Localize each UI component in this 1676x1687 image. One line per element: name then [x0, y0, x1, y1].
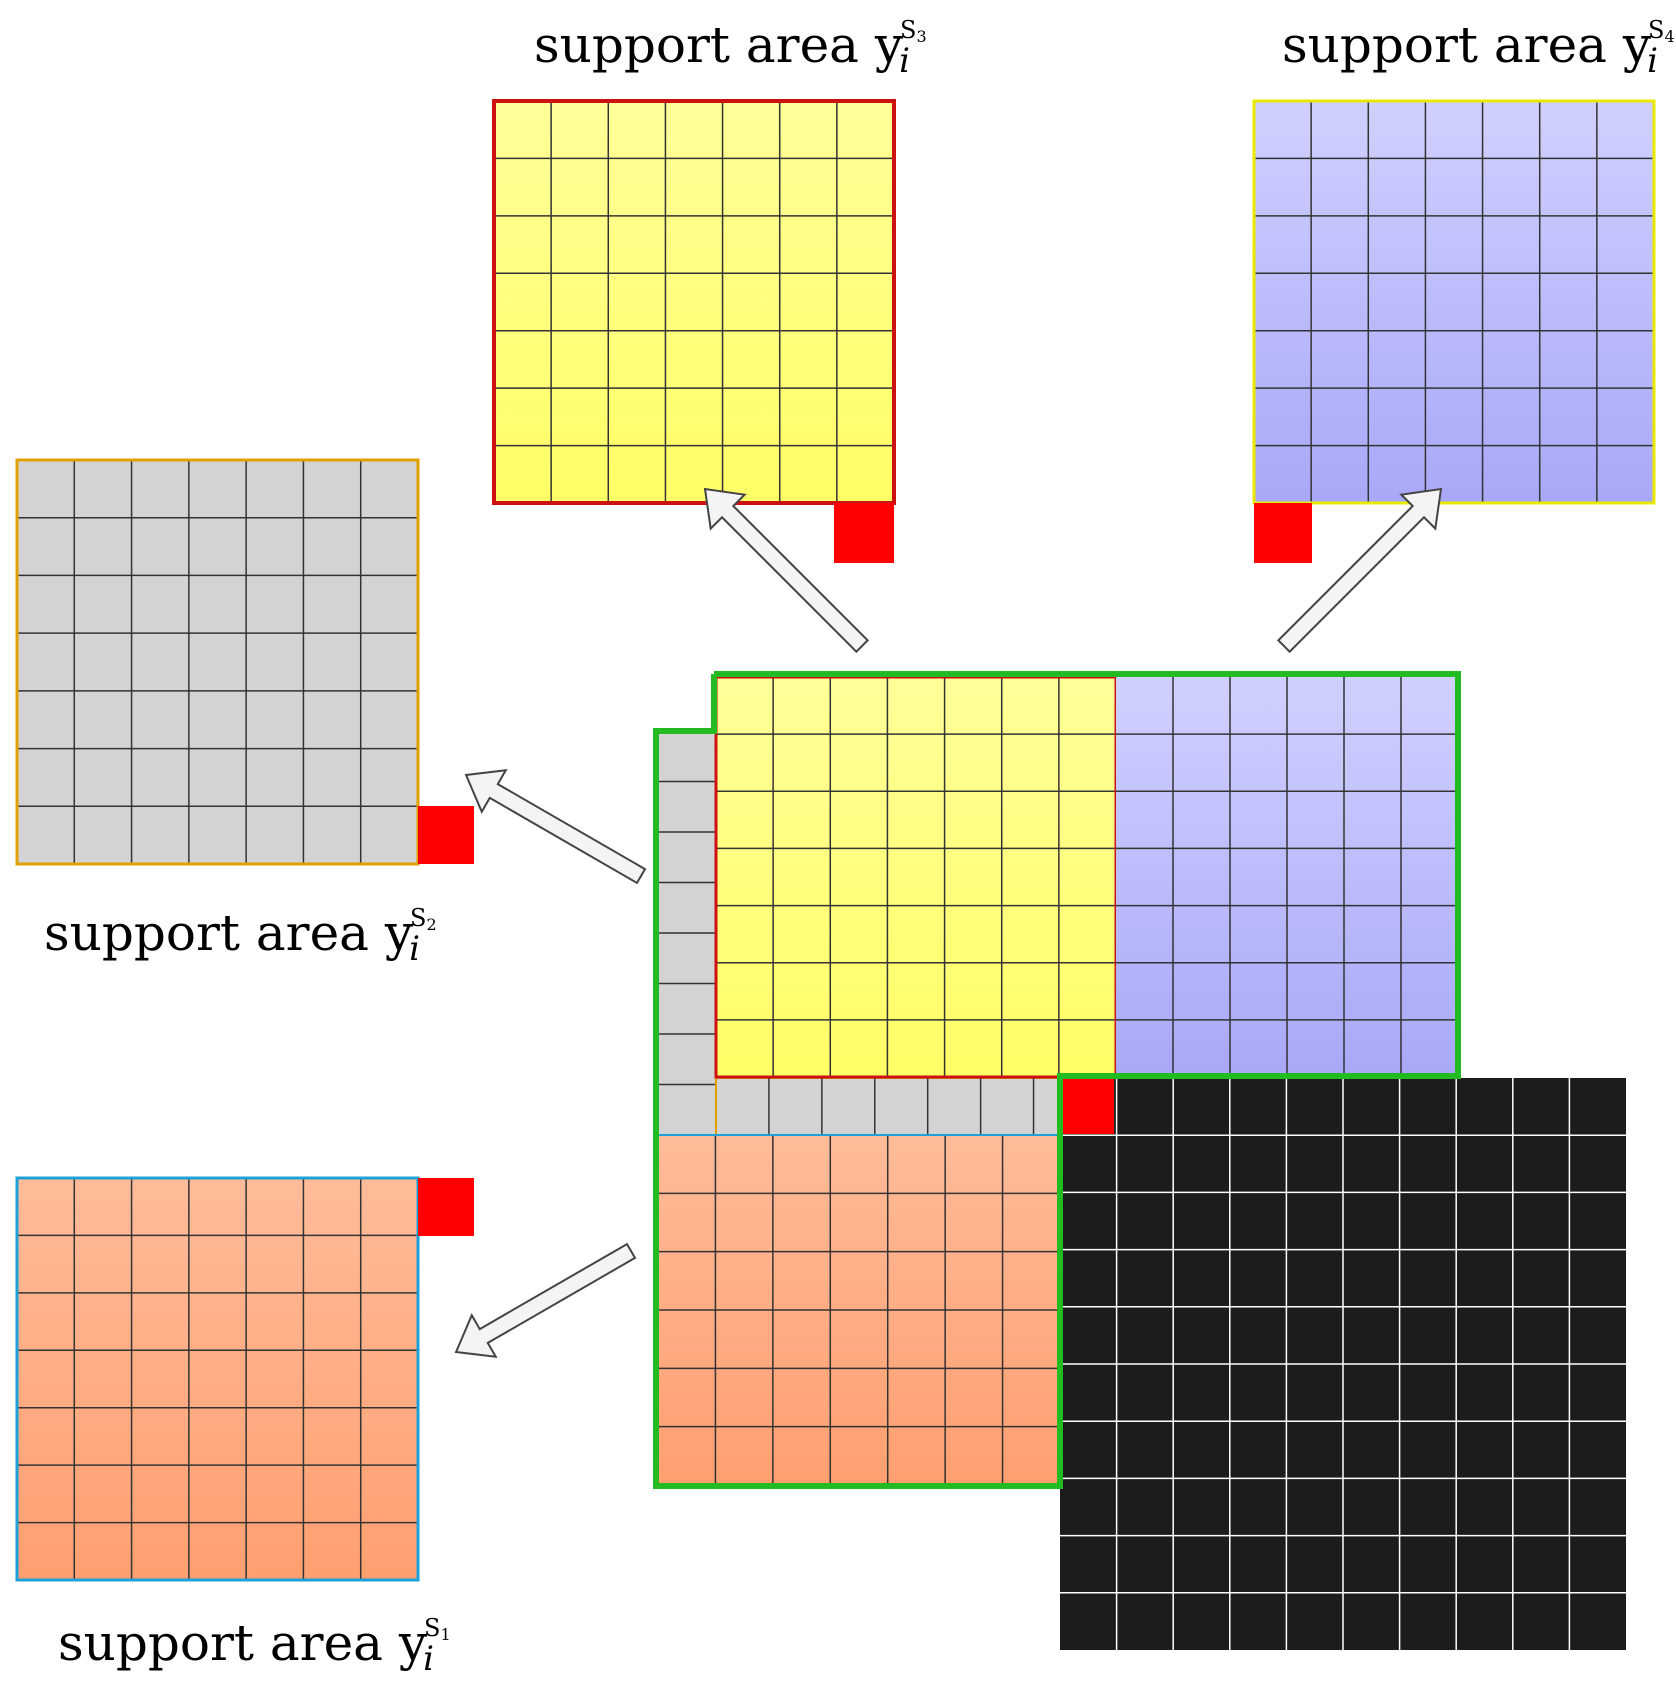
support-area-s2-grid: [15, 458, 420, 866]
center-black-region: [1060, 1078, 1626, 1650]
arrow-to-s2: [464, 768, 647, 885]
support-area-s4-border: [1252, 99, 1656, 505]
support-area-s4-fill: [1254, 101, 1654, 503]
center-orange-region: [657, 1134, 1061, 1486]
support-area-s2-marker: [418, 806, 474, 864]
center-gray-bottom-row: [715, 1077, 1061, 1136]
support-area-s3-border: [492, 99, 896, 505]
arrow-to-s1: [454, 1242, 637, 1359]
center-blue-region: [1116, 677, 1458, 1077]
support-area-s3-fill: [494, 101, 894, 503]
center-composite: [653, 671, 1626, 1650]
support-area-s2-border: [15, 458, 420, 866]
support-area-s3-marker: [834, 503, 894, 563]
center-marker-pixel: [1060, 1078, 1114, 1134]
label-support-area-s1: support area yiS1: [58, 1614, 451, 1679]
center-yellow-region: [714, 675, 1118, 1079]
label-support-area-s4: support area yiS4: [1282, 16, 1675, 81]
support-area-s1-grid: [15, 1176, 420, 1582]
support-area-s1-fill: [17, 1178, 418, 1580]
label-support-area-s3: support area yiS3: [534, 16, 927, 81]
support-area-s4-grid: [1252, 99, 1656, 505]
center-gray-region: [658, 731, 1061, 1136]
support-area-s3-grid: [492, 99, 896, 505]
center-yellow-fill: [716, 677, 1116, 1077]
support-area-s1-marker: [418, 1178, 474, 1236]
support-area-s1-border: [15, 1176, 420, 1582]
green-outline: [653, 671, 1461, 1489]
support-area-s2-fill: [17, 460, 418, 864]
arrow-to-s3: [703, 487, 870, 654]
arrow-to-s4: [1276, 487, 1443, 654]
support-area-s4-marker: [1254, 503, 1312, 563]
label-support-area-s2: support area yiS2: [44, 904, 437, 969]
